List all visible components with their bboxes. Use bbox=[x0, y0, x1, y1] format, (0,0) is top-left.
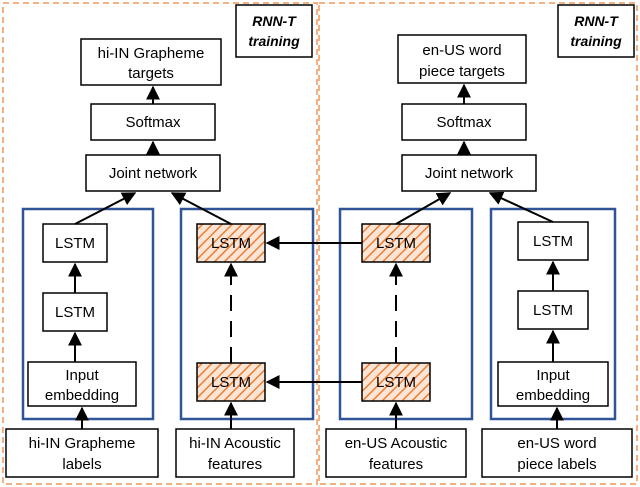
left-targets-line2: targets bbox=[128, 65, 174, 82]
left-embed-line1: Input bbox=[65, 367, 99, 384]
right-input-embedding: Input embedding bbox=[497, 361, 609, 407]
left-softmax-node: Softmax bbox=[90, 103, 216, 141]
left-joint-network-label: Joint network bbox=[109, 165, 198, 182]
left-enc-lstm-bottom: LSTM bbox=[196, 362, 266, 402]
right-labels-line1: en-US word bbox=[517, 435, 596, 452]
left-labels-input: hi-IN Grapheme labels bbox=[5, 428, 159, 478]
left-features-line2: features bbox=[208, 456, 262, 473]
right-encoder-box bbox=[338, 207, 474, 421]
left-pred-lstm-bottom: LSTM bbox=[42, 292, 108, 332]
arrow-right-enc-to-joint bbox=[395, 192, 452, 225]
right-joint-network-label: Joint network bbox=[425, 165, 514, 182]
left-pred-lstm-top-label: LSTM bbox=[55, 235, 95, 252]
left-enc-lstm-top: LSTM bbox=[196, 223, 266, 263]
left-softmax-label: Softmax bbox=[125, 114, 181, 131]
left-targets-node: hi-IN Grapheme targets bbox=[80, 38, 222, 86]
right-pred-lstm-bottom: LSTM bbox=[517, 290, 589, 330]
right-softmax-node: Softmax bbox=[401, 103, 527, 141]
left-input-embedding: Input embedding bbox=[27, 361, 137, 407]
left-features-line1: hi-IN Acoustic bbox=[189, 435, 281, 452]
right-enc-lstm-bottom-label: LSTM bbox=[376, 374, 416, 391]
right-pred-lstm-top-label: LSTM bbox=[533, 233, 573, 250]
right-features-line1: en-US Acoustic bbox=[345, 435, 448, 452]
right-embed-line1: Input bbox=[536, 367, 570, 384]
right-enc-lstm-top: LSTM bbox=[361, 223, 431, 263]
right-targets-node: en-US word piece targets bbox=[397, 34, 527, 84]
left-labels-line1: hi-IN Grapheme bbox=[29, 435, 136, 452]
right-joint-network-node: Joint network bbox=[401, 154, 537, 192]
right-targets-line2: piece targets bbox=[419, 63, 505, 80]
arrow-right-pred-to-joint bbox=[488, 191, 554, 223]
left-embed-line2: embedding bbox=[45, 387, 119, 404]
right-labels-input: en-US word piece labels bbox=[481, 428, 633, 478]
right-training-tag: RNN-T training bbox=[557, 4, 635, 58]
left-labels-line2: labels bbox=[62, 456, 101, 473]
left-targets-line1: hi-IN Grapheme bbox=[98, 45, 205, 62]
left-encoder-box bbox=[179, 207, 315, 421]
right-enc-lstm-bottom: LSTM bbox=[361, 362, 431, 402]
right-pred-lstm-bottom-label: LSTM bbox=[533, 302, 573, 319]
left-training-tag: RNN-T training bbox=[235, 4, 313, 58]
left-features-input: hi-IN Acoustic features bbox=[175, 428, 295, 478]
left-joint-network-node: Joint network bbox=[85, 154, 221, 192]
connections bbox=[68, 83, 564, 429]
right-labels-line2: piece labels bbox=[517, 456, 596, 473]
arrow-left-enc-to-joint bbox=[170, 192, 232, 225]
right-embed-line2: embedding bbox=[516, 387, 590, 404]
right-features-input: en-US Acoustic features bbox=[325, 428, 467, 478]
left-enc-lstm-top-label: LSTM bbox=[211, 235, 251, 252]
right-tag-line2: training bbox=[570, 33, 622, 49]
right-targets-line1: en-US word bbox=[422, 42, 501, 59]
left-enc-lstm-bottom-label: LSTM bbox=[211, 374, 251, 391]
left-pred-lstm-bottom-label: LSTM bbox=[55, 304, 95, 321]
right-pred-lstm-top: LSTM bbox=[517, 221, 589, 261]
left-tag-line2: training bbox=[248, 33, 300, 49]
left-tag-line1: RNN-T bbox=[252, 13, 297, 29]
left-pred-lstm-top: LSTM bbox=[42, 223, 108, 263]
arrow-left-pred-to-joint bbox=[74, 192, 137, 225]
right-softmax-label: Softmax bbox=[436, 114, 492, 131]
right-enc-lstm-top-label: LSTM bbox=[376, 235, 416, 252]
right-features-line2: features bbox=[369, 456, 423, 473]
right-tag-line1: RNN-T bbox=[574, 13, 619, 29]
